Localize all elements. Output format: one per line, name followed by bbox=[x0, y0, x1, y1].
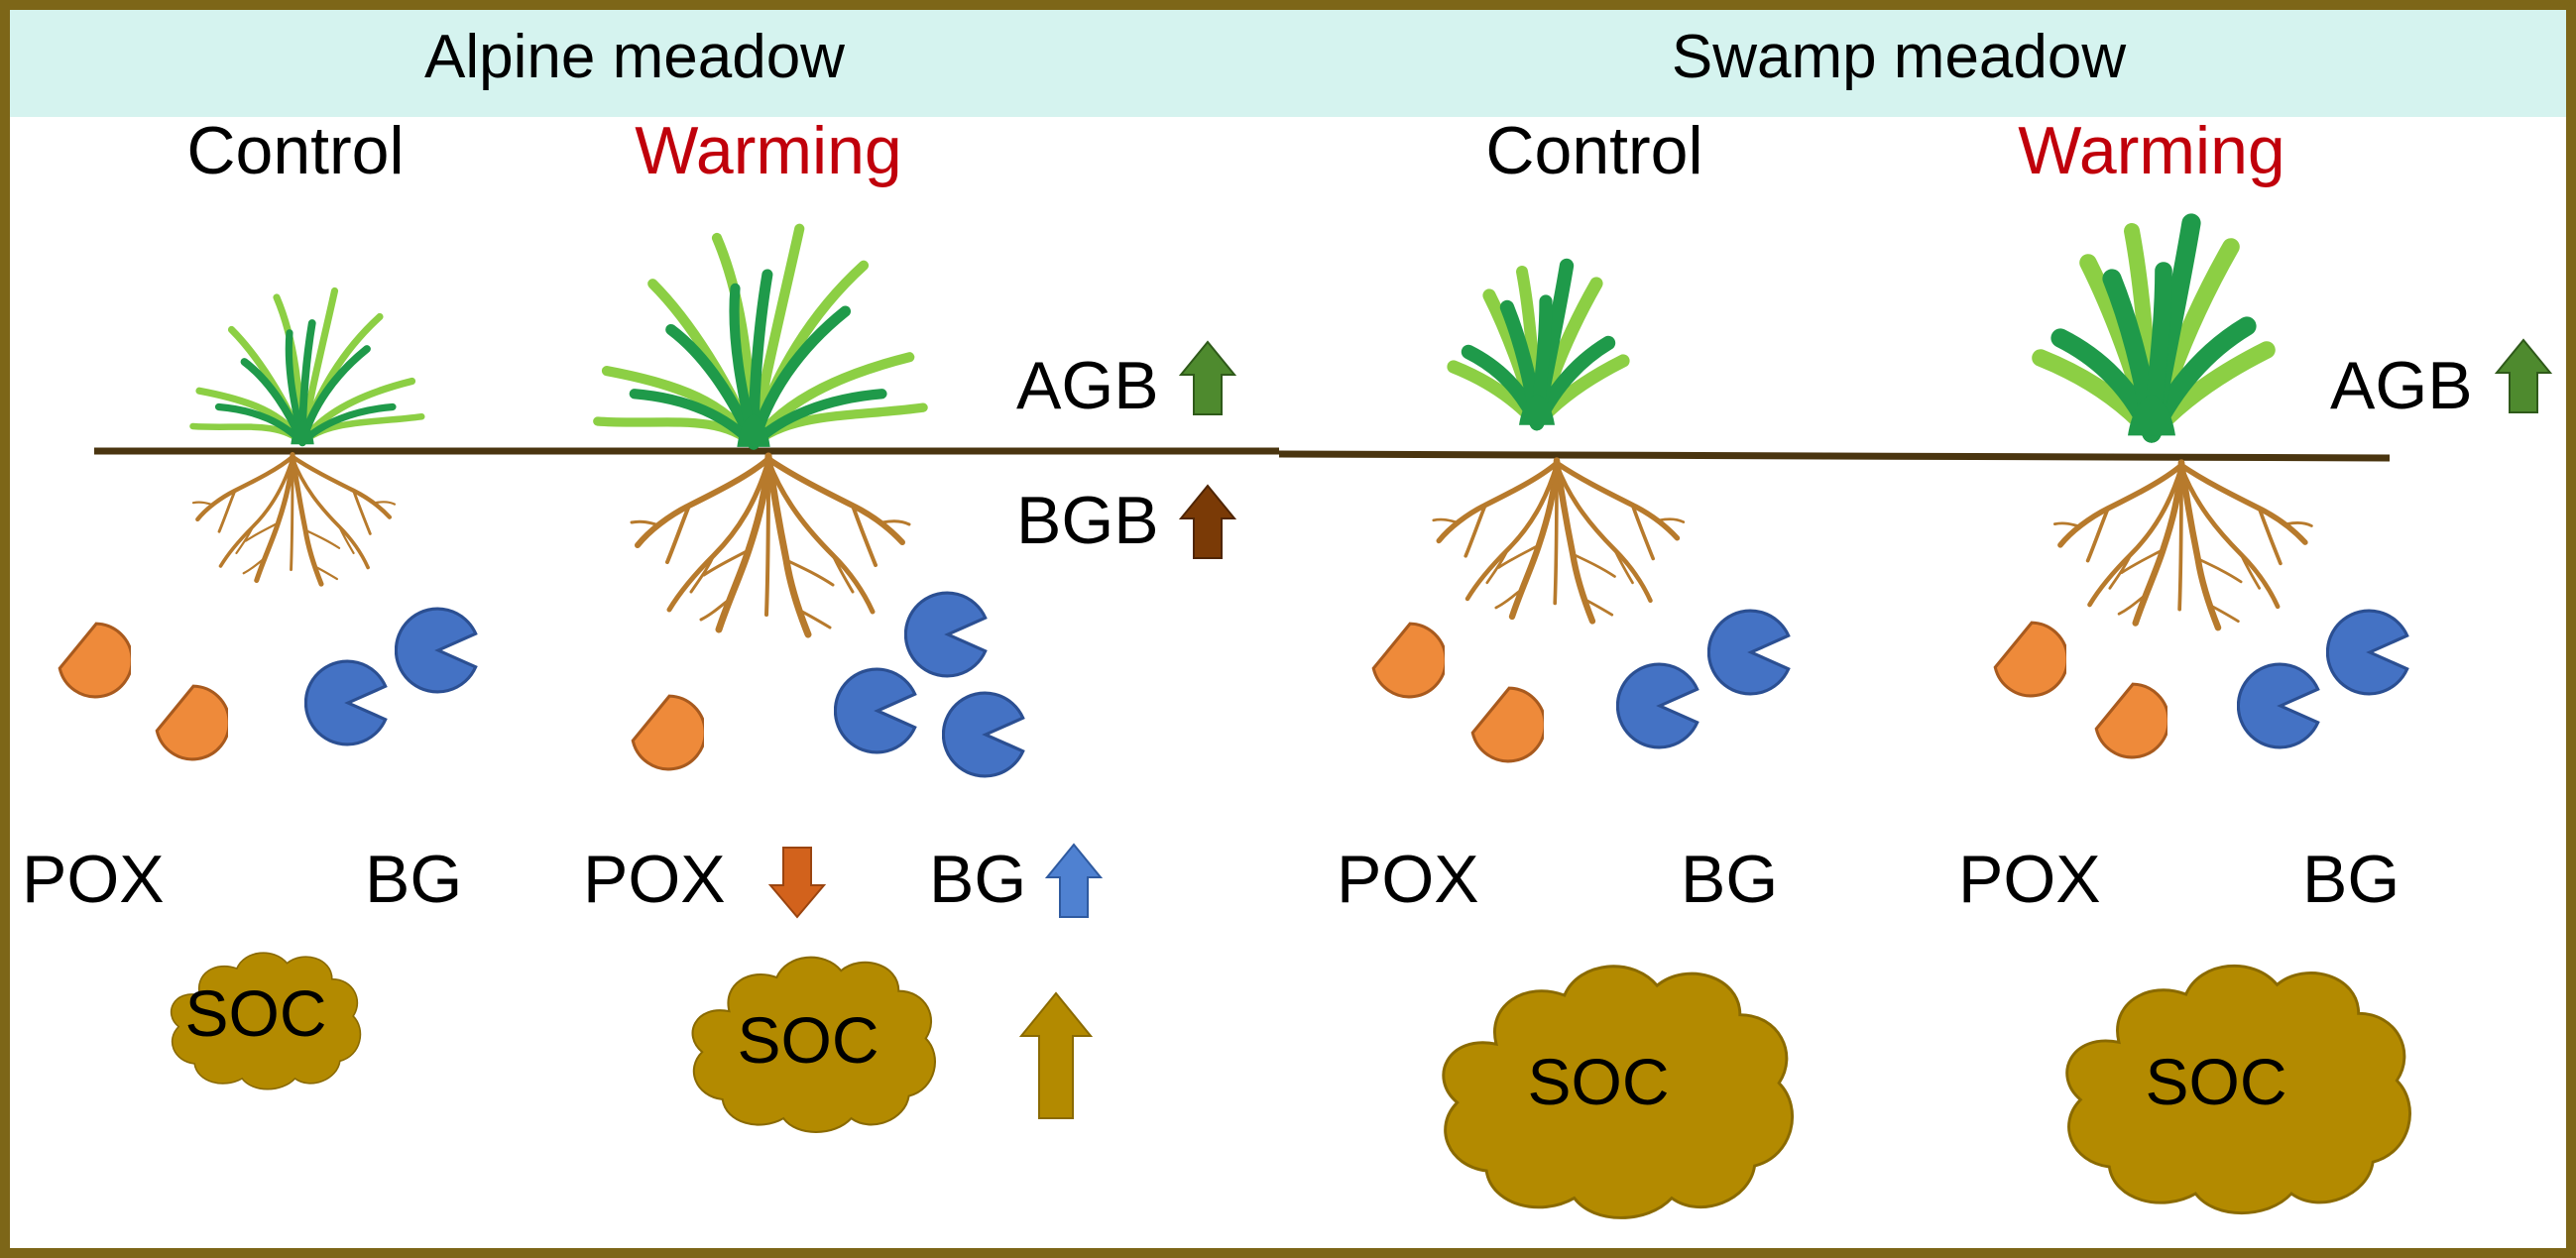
label-alpine-warming: Warming bbox=[635, 113, 902, 188]
pox-label-alpine-warming: POX bbox=[583, 842, 726, 917]
plant-swamp-control bbox=[1454, 266, 1623, 425]
bg-enzyme-shape bbox=[395, 607, 478, 694]
panel-title-alpine: Alpine meadow bbox=[424, 23, 845, 91]
pox-label-swamp-warming: POX bbox=[1958, 842, 2101, 917]
arrow-up-bg bbox=[1044, 843, 1104, 918]
bg-enzyme-shape bbox=[1616, 662, 1699, 749]
pox-enzyme-shape bbox=[58, 622, 131, 699]
bgb-label-alpine: BGB bbox=[1016, 483, 1159, 558]
pox-enzyme-shape bbox=[631, 694, 704, 771]
label-swamp-warming: Warming bbox=[2018, 113, 2285, 188]
roots-swamp-control bbox=[1434, 461, 1684, 622]
plant-alpine-control bbox=[193, 291, 422, 445]
soc-label-alpine-control: SOC bbox=[184, 976, 326, 1050]
bg-enzyme-shape bbox=[304, 659, 388, 746]
pox-enzyme-shape bbox=[155, 684, 228, 761]
pox-enzyme-shape bbox=[1371, 622, 1445, 699]
bg-label-swamp-control: BG bbox=[1681, 842, 1778, 917]
bg-enzyme-shape bbox=[2326, 609, 2409, 696]
bg-enzyme-shape bbox=[904, 591, 988, 678]
roots-swamp-warming bbox=[2054, 463, 2311, 629]
soc-label-alpine-warming: SOC bbox=[737, 1003, 878, 1077]
bg-enzyme-shape bbox=[942, 691, 1025, 778]
agb-label-alpine: AGB bbox=[1016, 348, 1159, 423]
bg-enzyme-shape bbox=[834, 667, 917, 754]
roots-alpine-control bbox=[193, 455, 395, 585]
ground-line-swamp bbox=[1278, 450, 2391, 462]
bg-label-alpine-control: BG bbox=[365, 842, 462, 917]
roots-alpine-warming bbox=[632, 456, 909, 634]
panel-title-swamp: Swamp meadow bbox=[1672, 23, 2127, 91]
bg-enzyme-shape bbox=[2237, 662, 2320, 749]
soc-label-swamp-control: SOC bbox=[1527, 1045, 1669, 1118]
pox-label-alpine-control: POX bbox=[22, 842, 165, 917]
label-alpine-control: Control bbox=[186, 113, 404, 188]
plant-alpine-warming bbox=[598, 229, 923, 447]
header-band bbox=[10, 10, 2566, 117]
pox-enzyme-shape bbox=[2094, 682, 2167, 759]
soc-label-swamp-warming: SOC bbox=[2145, 1045, 2286, 1118]
bg-enzyme-shape bbox=[1707, 609, 1791, 696]
arrow-up-soc bbox=[1018, 991, 1094, 1119]
arrow-down-pox bbox=[767, 847, 827, 919]
label-swamp-control: Control bbox=[1485, 113, 1702, 188]
plant-swamp-warming bbox=[2041, 223, 2267, 435]
agb-label-swamp: AGB bbox=[2330, 348, 2473, 423]
bg-label-swamp-warming: BG bbox=[2302, 842, 2400, 917]
pox-label-swamp-control: POX bbox=[1337, 842, 1479, 917]
arrow-up-agb-swamp bbox=[2494, 338, 2553, 413]
pox-enzyme-shape bbox=[1993, 621, 2066, 698]
pox-enzyme-shape bbox=[1470, 686, 1544, 763]
bg-label-alpine-warming: BG bbox=[929, 842, 1026, 917]
arrow-up-agb-alpine bbox=[1178, 340, 1237, 415]
arrow-up-bgb-alpine bbox=[1178, 484, 1237, 559]
